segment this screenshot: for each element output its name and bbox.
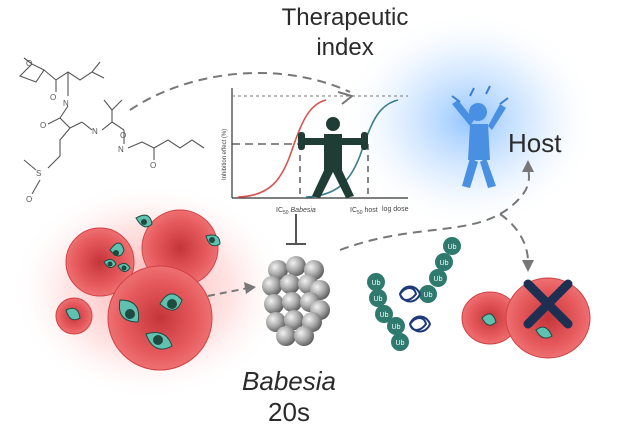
arrow-chem-to-graph xyxy=(129,72,351,111)
svg-text:Ub: Ub xyxy=(392,324,401,331)
infected-rbc-cluster xyxy=(55,209,221,371)
arrow-to-rbc-head xyxy=(522,260,534,272)
protein-coils xyxy=(398,285,432,333)
ub-bead: Ub xyxy=(367,273,385,291)
arrow-rbc-to-proteasome-head xyxy=(244,282,256,294)
proteasome-icon xyxy=(262,256,330,346)
cross-icon xyxy=(523,279,573,329)
ub-bead: Ub xyxy=(387,317,405,335)
ub-bead: Ub xyxy=(419,285,437,303)
svg-text:O: O xyxy=(26,195,32,204)
tick-ic50-host: IC50 host xyxy=(350,207,378,216)
ub-bead: Ub xyxy=(435,253,453,271)
graph-xlabel: log dose xyxy=(382,206,409,213)
svg-text:N: N xyxy=(92,127,98,136)
parasite xyxy=(135,214,153,228)
balance-person-icon xyxy=(298,117,368,198)
parasite xyxy=(159,293,183,311)
parasite xyxy=(145,332,173,350)
svg-text:O: O xyxy=(150,161,156,170)
svg-text:O: O xyxy=(50,93,56,102)
svg-text:S: S xyxy=(36,169,41,178)
arrow-to-rbc xyxy=(499,213,529,263)
svg-text:Ub: Ub xyxy=(440,260,449,267)
parasite xyxy=(118,299,140,323)
graph-ylabel: Inhibition effect (%) xyxy=(222,129,228,180)
svg-text:Ub: Ub xyxy=(380,312,389,319)
svg-text:Ub: Ub xyxy=(396,340,405,347)
babesia-curve xyxy=(237,99,327,198)
svg-text:N: N xyxy=(118,145,124,154)
tick-ic50-babesia: IC50 Babesia xyxy=(276,207,316,216)
parasite xyxy=(65,307,81,321)
arrow-rbc-to-proteasome xyxy=(207,287,249,297)
svg-text:Ub: Ub xyxy=(374,296,383,303)
host-curve xyxy=(305,99,399,198)
parasite xyxy=(103,242,131,272)
ub-bead: Ub xyxy=(375,305,393,323)
svg-text:Ub: Ub xyxy=(372,280,381,287)
svg-text:Ub: Ub xyxy=(448,244,457,251)
host-rbc xyxy=(461,277,591,359)
ub-bead: Ub xyxy=(391,333,409,351)
svg-text:O: O xyxy=(40,121,46,130)
svg-text:Ub: Ub xyxy=(434,276,443,283)
ub-bead: Ub xyxy=(429,269,447,287)
svg-text:O: O xyxy=(26,59,32,68)
chemical-structure-icon: O O N O S O N O N O xyxy=(19,57,205,204)
svg-text:Ub: Ub xyxy=(424,292,433,299)
ub-bead: Ub xyxy=(443,237,461,255)
arrow-to-host-head xyxy=(522,160,534,172)
host-person-icon xyxy=(451,85,509,188)
svg-text:O: O xyxy=(120,131,126,140)
parasite-label: Babesia xyxy=(242,366,336,396)
host-label: Host xyxy=(508,128,562,158)
title-line2: index xyxy=(316,34,374,61)
ubiquitin-chains: Ub Ub Ub Ub Ub Ub Ub Ub Ub xyxy=(367,237,461,351)
proteasome-label: 20s xyxy=(268,397,310,427)
ub-bead: Ub xyxy=(369,289,387,307)
title-line1: Therapeutic xyxy=(281,4,409,31)
parasite xyxy=(205,234,221,247)
svg-text:N: N xyxy=(63,99,69,108)
